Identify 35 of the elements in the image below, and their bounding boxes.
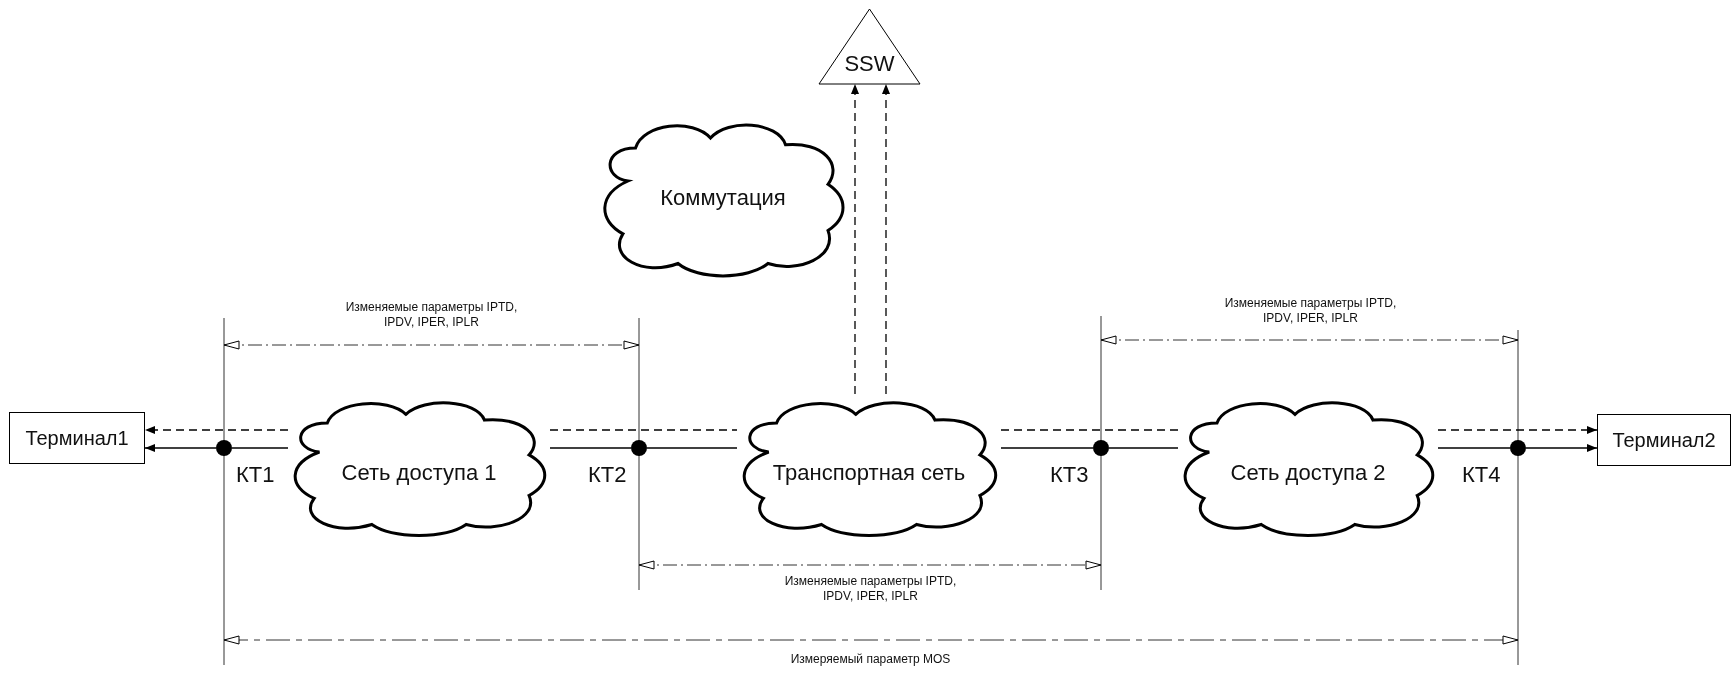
connector-line [646, 447, 738, 449]
parameter-note: Измеряемый параметр MOS [789, 652, 952, 667]
arrow [1437, 426, 1598, 434]
connector-line [549, 447, 632, 449]
point-label: КТ1 [236, 462, 275, 488]
arrow [144, 444, 217, 452]
junction-dot [1510, 440, 1526, 456]
node-label: Транспортная сеть [772, 460, 966, 486]
node-label: Сеть доступа 1 [341, 460, 497, 486]
point-label: КТ4 [1462, 462, 1501, 488]
parameter-note: Изменяемые параметры IPTD, IPDV, IPER, IPLR [344, 300, 519, 330]
connector-line [1108, 447, 1179, 449]
terminal-box [1597, 414, 1731, 466]
arrow [851, 83, 859, 395]
junction-dot [1093, 440, 1109, 456]
parameter-note: Изменяемые параметры IPTD, IPDV, IPER, IPLR [1223, 296, 1398, 326]
terminal-box [9, 412, 145, 464]
arrow [882, 83, 890, 395]
connector-line [549, 429, 738, 431]
node-label: Сеть доступа 2 [1230, 460, 1386, 486]
arrow [1525, 444, 1598, 452]
node-label: Терминал1 [25, 426, 129, 450]
triangle-node [819, 9, 920, 84]
connector-line [1437, 447, 1511, 449]
connector-line [1000, 447, 1094, 449]
node-label: Терминал2 [1612, 428, 1716, 452]
point-label: КТ2 [588, 462, 627, 488]
connector-line [1000, 429, 1179, 431]
parameter-note: Изменяемые параметры IPTD, IPDV, IPER, IPLR [783, 574, 958, 604]
connector-line [231, 447, 289, 449]
junction-dot [216, 440, 232, 456]
node-label: SSW [844, 51, 895, 77]
arrow [144, 426, 289, 434]
point-label: КТ3 [1050, 462, 1089, 488]
junction-dot [631, 440, 647, 456]
